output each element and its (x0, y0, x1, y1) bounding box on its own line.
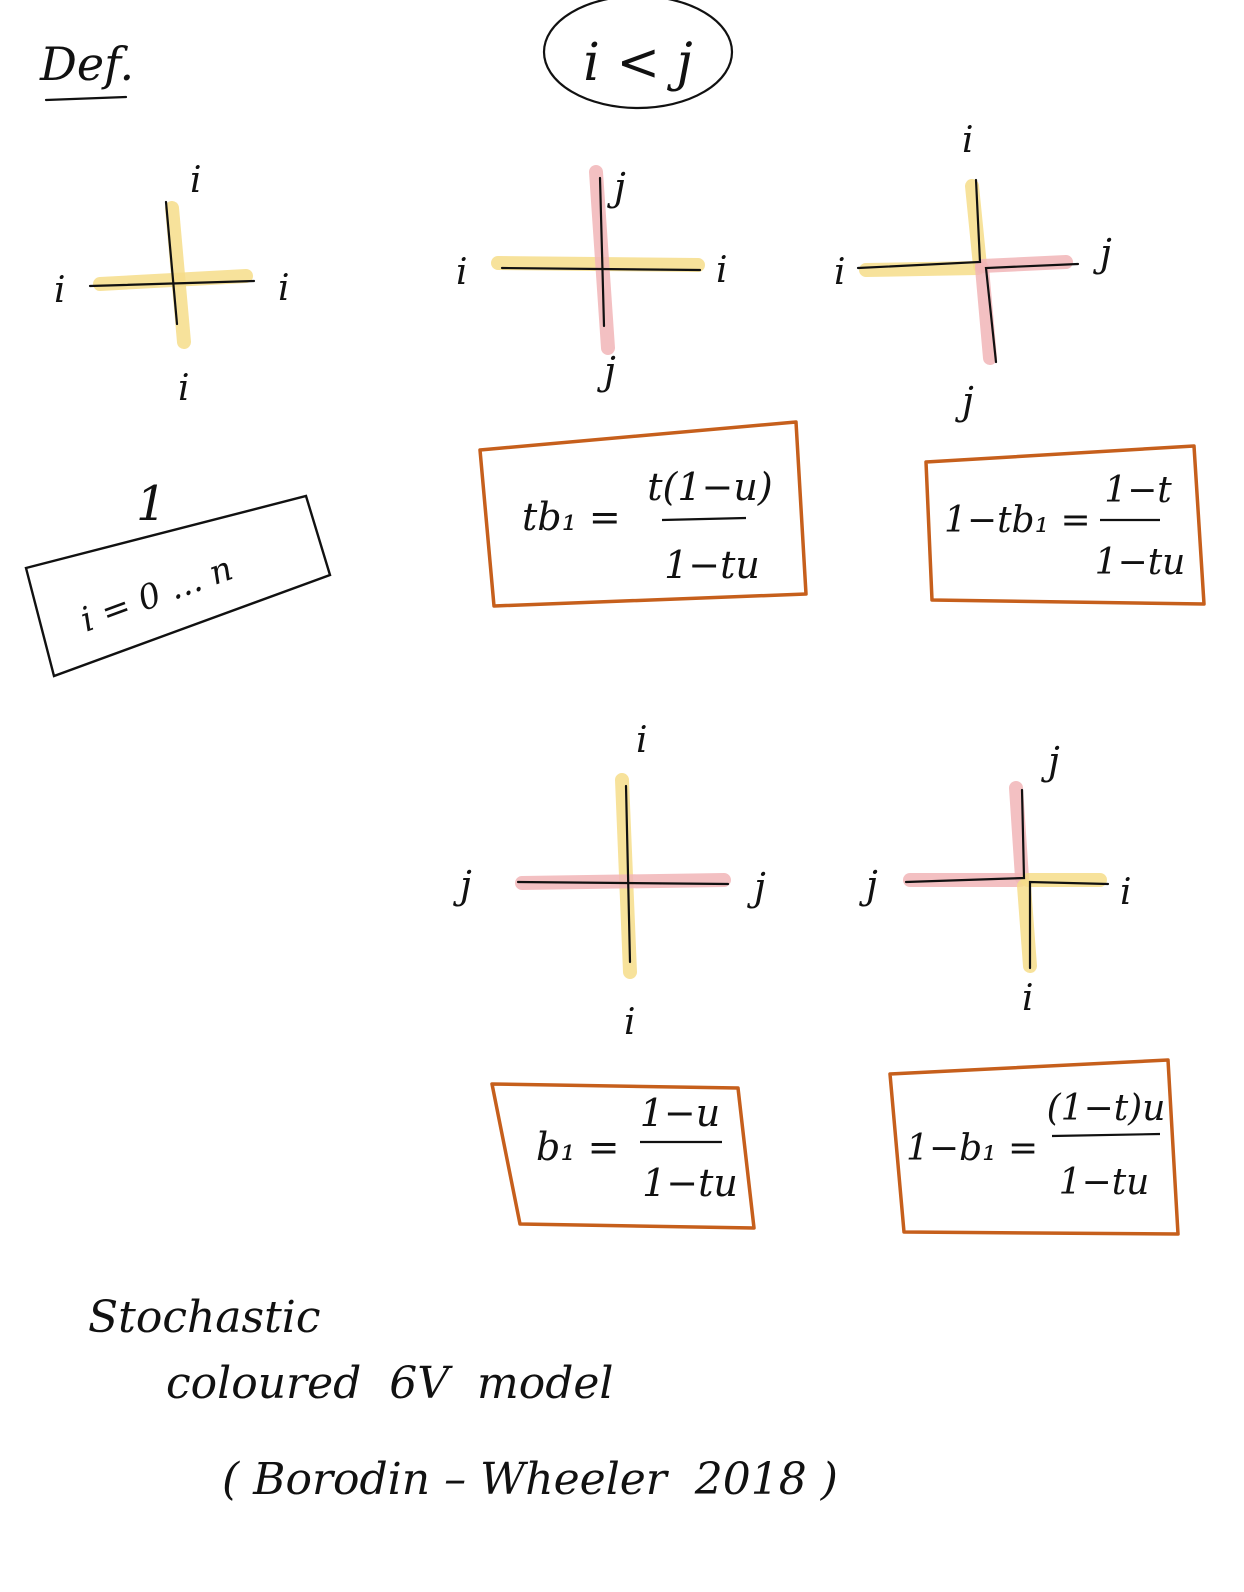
horizontal-line (500, 266, 702, 272)
weight-box-1: 1 i = 0 ... n (24, 476, 332, 678)
weight-lhs: 1−tb₁ = (944, 500, 1091, 541)
vertex-type-5: j j i i (859, 739, 1132, 1019)
weight-denominator: 1−tu (1095, 542, 1186, 583)
weight-denominator: 1−tu (1059, 1162, 1150, 1203)
orange-box (478, 420, 808, 608)
orange-box (888, 1058, 1180, 1236)
weight-denominator: 1−tu (664, 543, 760, 587)
condition-text: i < j (583, 33, 692, 93)
label-top: i (962, 120, 974, 161)
vertical-line (164, 200, 179, 326)
weight-lhs: tb₁ = (522, 495, 621, 539)
vertex-type-2: j i i j (456, 165, 728, 393)
highlight-pink-vertical (1009, 781, 1029, 885)
path-bottom-right (984, 262, 1080, 364)
label-bottom: i (1022, 978, 1034, 1019)
def-label: Def. (39, 37, 134, 91)
label-bottom: j (597, 349, 616, 393)
weight-numerator: (1−t)u (1047, 1088, 1166, 1129)
label-left: i (834, 252, 846, 293)
highlight-pink-vertical (975, 261, 997, 365)
footer-line-1: Stochastic (88, 1292, 321, 1343)
weight-numerator: 1−t (1104, 470, 1172, 511)
vertex-type-1: i i i i (54, 160, 290, 409)
highlight-yellow-horizontal (859, 261, 985, 277)
label-right: i (716, 250, 728, 291)
fraction-bar (1051, 1132, 1161, 1138)
vertical-line (598, 176, 606, 328)
definition-header: Def. i < j (39, 0, 734, 110)
label-right: j (747, 865, 766, 909)
weight-numeral: 1 (136, 476, 167, 532)
horizontal-line (516, 880, 730, 886)
label-bottom: i (178, 368, 190, 409)
highlight-pink-horizontal (975, 255, 1073, 273)
path-top-left (904, 788, 1026, 884)
weight-numerator: t(1−u) (647, 465, 772, 509)
path-bottom-right (1028, 880, 1110, 970)
weight-box-5: 1−b₁ = (1−t)u 1−tu (888, 1058, 1180, 1236)
label-top: i (636, 720, 648, 761)
vertical-line (624, 784, 632, 964)
condition-circle (542, 0, 734, 110)
def-underline (44, 95, 128, 102)
orange-box (490, 1082, 756, 1230)
label-top: j (607, 165, 626, 209)
path-top-left (856, 178, 982, 270)
label-right: i (278, 268, 290, 309)
label-left: i (456, 252, 468, 293)
weight-box-text: i = 0 ... n (75, 549, 238, 641)
vertex-type-3: i i j j (834, 120, 1112, 423)
black-box (24, 494, 332, 678)
label-left: i (54, 270, 66, 311)
footer-line-2: coloured 6V model (166, 1358, 613, 1409)
fraction-bar (661, 516, 747, 522)
label-right: i (1120, 872, 1132, 913)
weight-denominator: 1−tu (642, 1161, 738, 1205)
label-bottom: i (624, 1002, 636, 1043)
orange-box (924, 444, 1206, 606)
weight-lhs: b₁ = (536, 1125, 619, 1169)
label-bottom: j (955, 379, 974, 423)
weight-box-4: b₁ = 1−u 1−tu (490, 1082, 756, 1230)
label-left: j (453, 863, 472, 907)
weight-box-2: tb₁ = t(1−u) 1−tu (478, 420, 808, 608)
weight-lhs: 1−b₁ = (906, 1128, 1038, 1169)
vertex-type-4: i j j i (453, 720, 766, 1043)
label-left: j (859, 863, 878, 907)
weight-numerator: 1−u (640, 1091, 721, 1135)
weight-box-3: 1−tb₁ = 1−t 1−tu (924, 444, 1206, 606)
footer-notes: Stochastic coloured 6V model ( Borodin –… (88, 1292, 838, 1505)
label-top: i (190, 160, 202, 201)
horizontal-line (88, 279, 256, 288)
label-top: j (1041, 739, 1060, 783)
label-right: j (1093, 231, 1112, 275)
footer-line-3: ( Borodin – Wheeler 2018 ) (222, 1454, 838, 1505)
